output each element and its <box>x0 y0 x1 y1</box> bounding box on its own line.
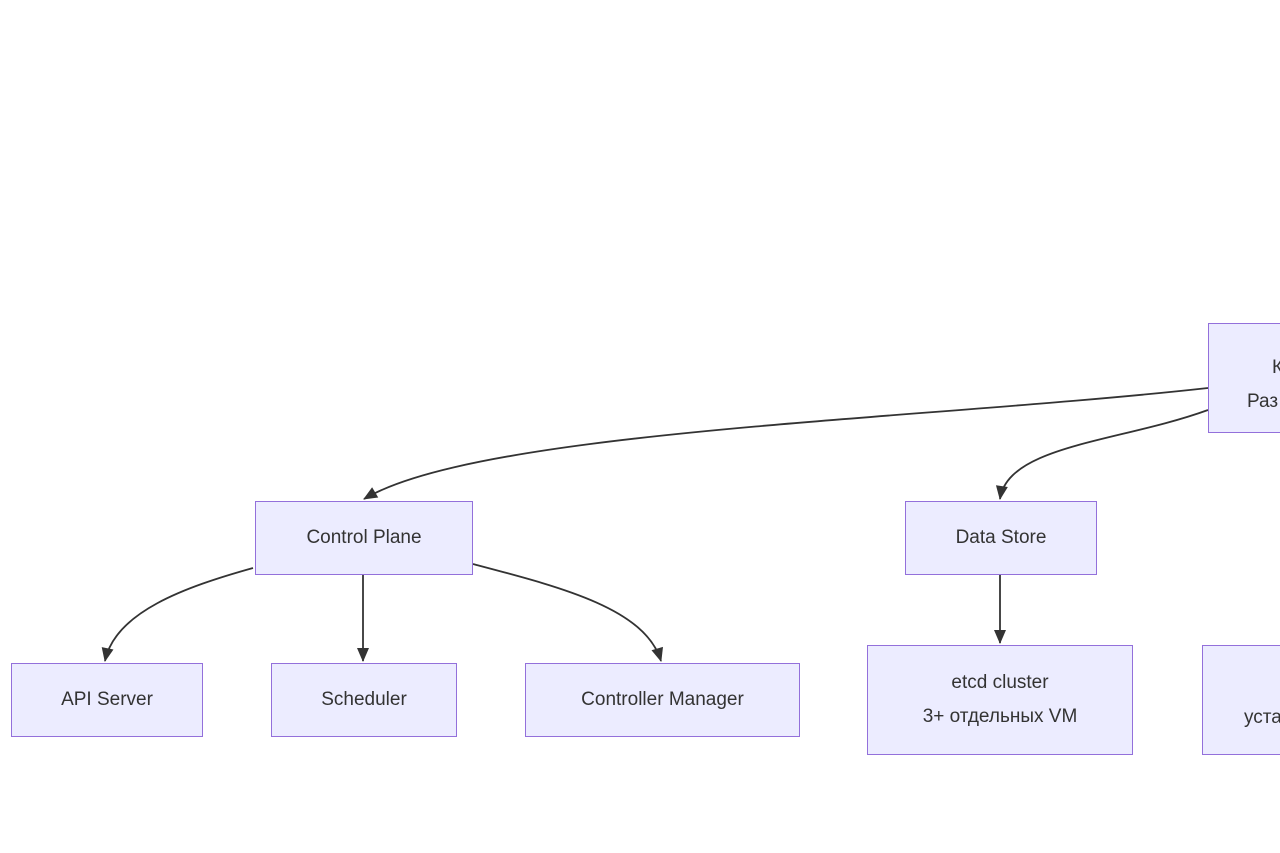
edge-control-plane-to-controller-manager <box>472 563 663 662</box>
node-scheduler-label: Scheduler <box>321 689 407 710</box>
node-api-server-label: API Server <box>61 689 153 710</box>
edge-control-plane-to-api-server <box>101 567 254 662</box>
node-etcd-cluster: etcd cluster 3+ отдельных VM <box>867 645 1133 755</box>
node-control-plane: Control Plane <box>255 501 473 575</box>
node-data-store-label: Data Store <box>955 527 1047 548</box>
node-data-store: Data Store <box>905 501 1097 575</box>
node-controller-manager: Controller Manager <box>525 663 800 737</box>
edge-root-to-control-plane <box>363 387 1209 500</box>
node-install-label-line2: уста <box>1244 707 1280 728</box>
node-root-cluster: К Раз <box>1208 323 1280 433</box>
node-etcd-label-line1: etcd cluster <box>951 672 1049 693</box>
node-etcd-label-line2: 3+ отдельных VM <box>922 706 1078 727</box>
node-controller-manager-label: Controller Manager <box>581 689 744 710</box>
node-api-server: API Server <box>11 663 203 737</box>
edge-root-to-data-store <box>995 409 1209 500</box>
node-control-plane-label: Control Plane <box>306 527 422 548</box>
node-install: уста <box>1202 645 1280 755</box>
node-root-label-line1: К <box>1272 357 1280 378</box>
node-scheduler: Scheduler <box>271 663 457 737</box>
node-root-label-line2: Раз <box>1247 391 1279 412</box>
